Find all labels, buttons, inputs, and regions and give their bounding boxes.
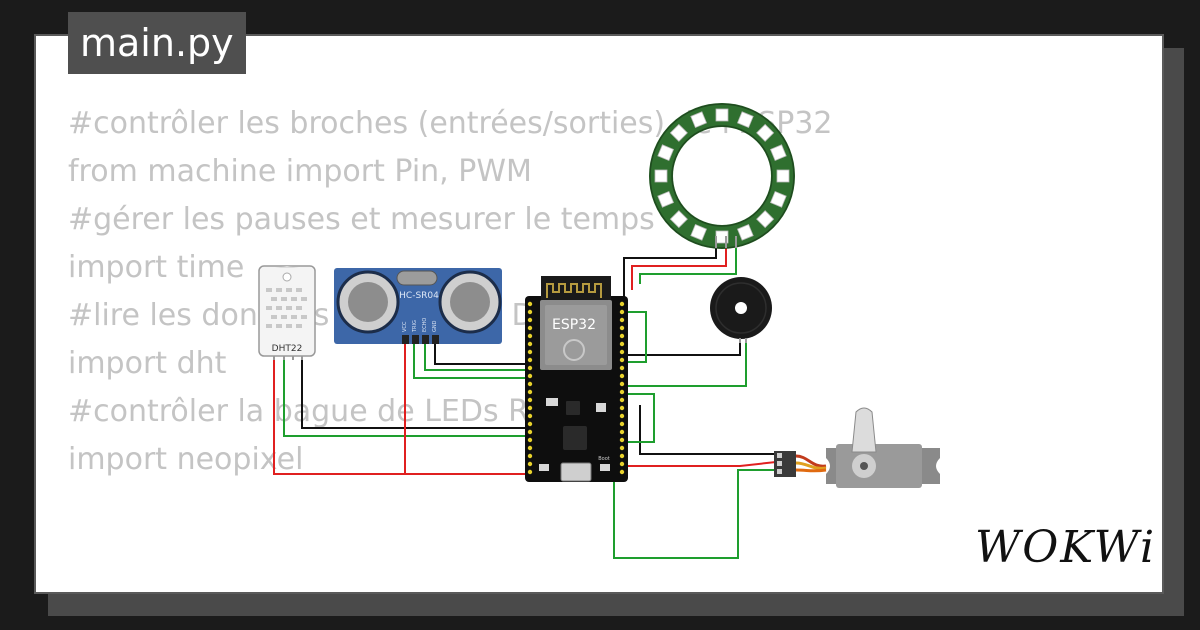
dht22-sensor[interactable]: DHT22: [258, 265, 316, 360]
esp32-label: ESP32: [552, 317, 596, 333]
buzzer[interactable]: [710, 277, 772, 343]
wire-esp-green-1: [626, 311, 647, 363]
code-line: import time: [68, 250, 245, 285]
wire-ring-vcc: [631, 246, 727, 290]
code-editor: #contrôler les broches (entrées/sorties)…: [68, 100, 833, 484]
dht22-label: DHT22: [272, 344, 303, 354]
code-line: import dht: [68, 346, 227, 381]
hc-sr04-sensor[interactable]: HC-SR04 VCC TRIG ECHO GND: [334, 268, 502, 344]
boot-button-label: Boot: [598, 456, 610, 462]
wire-servo-sig: [613, 469, 776, 559]
servo-motor[interactable]: [774, 407, 940, 488]
pin-label-gnd: GND: [432, 320, 438, 332]
wire-ring-gnd: [623, 246, 717, 300]
wire-dht-gnd: [301, 355, 530, 429]
wire-esp-green-2: [626, 393, 655, 443]
neopixel-ring[interactable]: [649, 103, 795, 249]
pin-label-echo: ECHO: [422, 318, 428, 332]
wire-hc-echo: [424, 342, 530, 371]
esp32-pins-left: [527, 301, 533, 475]
wire-ring-din: [639, 246, 737, 284]
wire-buzzer-gnd: [626, 340, 741, 356]
hc-sr04-label: HC-SR04: [399, 291, 439, 301]
wokwi-logo: WOKWi: [975, 522, 1157, 573]
wire-dht-vcc: [273, 355, 530, 475]
wire-hc-gnd: [434, 342, 530, 365]
pin-label-vcc: VCC: [402, 321, 408, 332]
esp32-pins-right: [619, 301, 625, 475]
wire-hc-trig: [413, 342, 530, 379]
neopixel-leds: [654, 108, 790, 244]
code-line: from machine import Pin, PWM: [68, 154, 532, 189]
code-line: #contrôler la bague de LEDs RGB: [68, 394, 573, 429]
esp32-board[interactable]: ESP32 Boot: [525, 276, 628, 482]
wire-dht-data: [283, 355, 530, 437]
code-line: #gérer les pauses et mesurer le temps: [68, 202, 655, 237]
pin-label-trig: TRIG: [412, 320, 418, 333]
wire-servo-gnd: [639, 405, 776, 455]
file-tab[interactable]: main.py: [68, 12, 246, 74]
wire-buzzer-sig: [626, 340, 747, 387]
code-line: import neopixel: [68, 442, 304, 477]
